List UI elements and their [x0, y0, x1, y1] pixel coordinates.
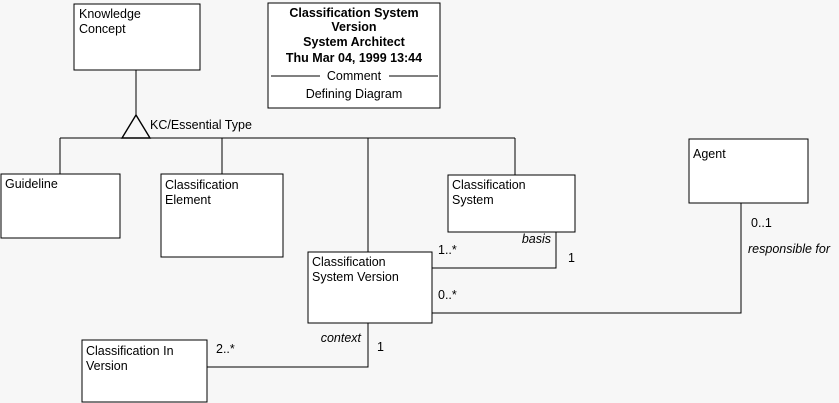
class-label-classification-in-version-line2: Version	[86, 359, 128, 373]
association-responsible-for-path	[432, 203, 742, 314]
class-box-classification-element[interactable]: Classification Element	[160, 173, 284, 258]
multiplicity-responsible-for-target: 0..1	[751, 216, 772, 230]
multiplicity-context-source: 2..*	[216, 342, 235, 356]
class-label-classification-system-line2: System	[452, 193, 494, 207]
multiplicity-basis-source: 1..*	[438, 243, 457, 257]
class-box-knowledge-concept-rect[interactable]	[73, 3, 201, 71]
title-block-comment-heading: Comment	[327, 69, 382, 83]
association-basis-path	[432, 232, 557, 269]
multiplicity-responsible-for-source: 0..*	[438, 288, 457, 302]
role-label-context: context	[321, 331, 362, 345]
association-basis-connector	[432, 232, 557, 269]
title-block-name-line1: Classification System	[289, 6, 418, 20]
class-box-guideline[interactable]: Guideline	[0, 173, 121, 239]
class-box-agent[interactable]: Agent	[688, 138, 809, 204]
diagram-title-block[interactable]: Classification System Version System Arc…	[267, 2, 441, 109]
class-label-knowledge-concept-line1: Knowledge	[79, 7, 141, 21]
class-label-classification-element-line1: Classification	[165, 178, 239, 192]
generalization-triangle-icon	[120, 113, 152, 139]
title-block-author: System Architect	[303, 35, 405, 49]
title-block-name-line2: Version	[331, 20, 376, 34]
class-box-classification-element-rect[interactable]	[160, 173, 284, 258]
class-label-guideline-line1: Guideline	[5, 177, 58, 191]
role-label-responsible-for: responsible for	[748, 242, 831, 256]
association-context-connector	[207, 323, 369, 368]
class-box-classification-system-version-rect[interactable]	[307, 251, 433, 324]
class-box-classification-system-version[interactable]: Classification System Version	[307, 251, 433, 324]
role-label-basis: basis	[522, 232, 551, 246]
class-label-knowledge-concept-line2: Concept	[79, 22, 126, 36]
title-block-timestamp: Thu Mar 04, 1999 13:44	[286, 51, 422, 65]
class-box-classification-in-version[interactable]: Classification In Version	[81, 339, 208, 403]
association-context-path	[207, 323, 369, 368]
generalization-label: KC/Essential Type	[150, 118, 252, 132]
class-box-guideline-rect[interactable]	[0, 173, 121, 239]
diagram-title-block-rect[interactable]	[267, 2, 441, 109]
class-label-classification-system-version-line2: System Version	[312, 270, 399, 284]
generalization-connector-group	[59, 70, 516, 252]
class-box-knowledge-concept[interactable]: Knowledge Concept	[73, 3, 201, 71]
class-box-agent-rect[interactable]	[688, 138, 809, 204]
class-label-classification-in-version-line1: Classification In	[86, 344, 174, 358]
association-responsible-for-connector	[432, 203, 742, 314]
class-label-classification-system-line1: Classification	[452, 178, 526, 192]
title-block-comment-text: Defining Diagram	[306, 87, 403, 101]
class-label-agent-line1: Agent	[693, 147, 726, 161]
class-box-classification-in-version-rect[interactable]	[81, 339, 208, 403]
class-label-classification-system-version-line1: Classification	[312, 255, 386, 269]
class-box-classification-system[interactable]: Classification System	[447, 174, 576, 233]
multiplicity-context-target: 1	[377, 340, 384, 354]
class-label-classification-element-line2: Element	[165, 193, 211, 207]
multiplicity-basis-target: 1	[568, 251, 575, 265]
class-box-classification-system-rect[interactable]	[447, 174, 576, 233]
